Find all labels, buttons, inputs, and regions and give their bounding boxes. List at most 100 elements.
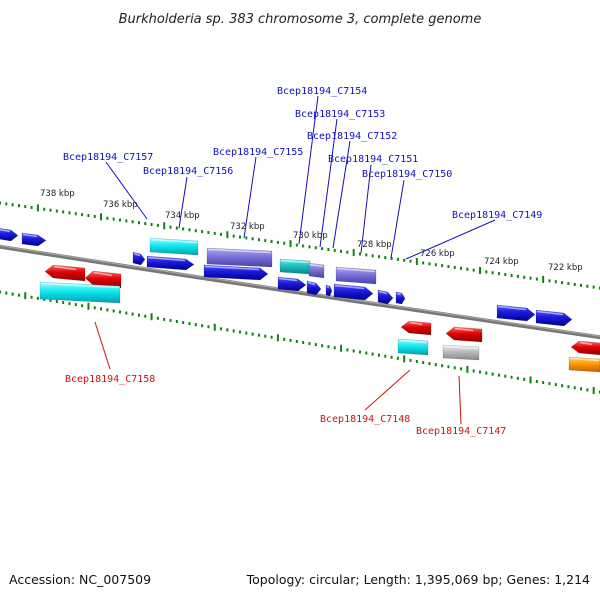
scale-tick-minor [131, 312, 134, 316]
scale-tick-minor [251, 237, 254, 241]
scale-tick-minor [453, 366, 456, 370]
scale-tick-minor [314, 343, 317, 347]
gene-arrow-highlight [398, 339, 428, 344]
scale-tick-minor [497, 272, 500, 276]
gene-arrow-purple[interactable] [206, 247, 273, 268]
scale-tick-minor [365, 351, 368, 355]
gene-arrow-blue[interactable] [325, 284, 333, 297]
scale-tick-minor [504, 273, 507, 277]
scale-tick-minor [441, 264, 444, 268]
scale-tick-minor [535, 379, 538, 383]
gene-arrow-cyan[interactable] [397, 338, 429, 356]
scale-tick-minor [119, 218, 121, 222]
scale-tick-minor [491, 271, 494, 275]
gene-label[interactable]: Bcep18194_C7156 [143, 166, 233, 177]
leader-line [319, 118, 338, 248]
scale-tick-minor [175, 226, 178, 230]
gene-label[interactable]: Bcep18194_C7148 [320, 414, 410, 425]
scale-tick-minor [523, 275, 526, 279]
scale-tick-minor [49, 208, 52, 212]
gene-label[interactable]: Bcep18194_C7152 [307, 131, 397, 142]
gene-label[interactable]: Bcep18194_C7151 [328, 154, 418, 165]
gene-arrow-highlight [147, 256, 186, 262]
leader-line [360, 164, 372, 254]
gene-arrow-highlight [569, 357, 600, 362]
scale-tick-minor [62, 301, 65, 305]
scale-tick-minor [403, 258, 406, 262]
gene-arrow-red[interactable] [400, 320, 432, 336]
leader-lines-top [105, 95, 496, 260]
gene-arrow-red[interactable] [570, 340, 600, 356]
scale-tick-minor [447, 365, 450, 369]
gene-arrow-red[interactable] [445, 326, 483, 343]
gene-labels-bottom: Bcep18194_C7158 Bcep18194_C7148 Bcep1819… [65, 374, 506, 437]
gene-label[interactable]: Bcep18194_C7150 [362, 169, 452, 180]
gene-arrow-blue[interactable] [0, 228, 19, 242]
leader-line [94, 321, 111, 370]
scale-tick-minor [55, 209, 58, 213]
leader-line [390, 179, 405, 259]
gene-arrow-blue[interactable] [277, 276, 307, 292]
scale-tick-minor [472, 369, 475, 373]
gene-label[interactable]: Bcep18194_C7149 [452, 210, 542, 221]
gene-arrow-blue[interactable] [377, 289, 394, 305]
kbp-label: 734 kbp [165, 211, 200, 221]
scale-tick-minor [447, 265, 450, 269]
scale-tick-minor [194, 323, 197, 327]
scale-tick-minor [5, 291, 8, 295]
scale-tick-minor [295, 339, 298, 343]
scale-tick-minor [106, 216, 109, 220]
gene-arrow-highlight [309, 263, 324, 268]
scale-tick-minor [497, 373, 500, 377]
gene-arrow-blue[interactable] [132, 251, 146, 266]
scale-tick-minor [289, 338, 292, 342]
scale-tick-minor [377, 255, 380, 259]
scale-tick-minor [43, 297, 46, 301]
gene-label[interactable]: Bcep18194_C7154 [277, 86, 367, 97]
scale-tick-minor [24, 205, 27, 209]
gene-arrow-blue[interactable] [21, 232, 47, 247]
gene-label[interactable]: Bcep18194_C7157 [63, 152, 153, 163]
leader-line [332, 140, 351, 249]
scale-tick-minor [251, 332, 254, 336]
scale-tick-minor [516, 376, 519, 380]
scale-tick-minor [491, 372, 494, 376]
scale-tick-minor [327, 248, 330, 252]
scale-tick-minor [384, 256, 387, 260]
gene-label[interactable]: Bcep18194_C7158 [65, 374, 155, 385]
scale-tick-minor [239, 235, 241, 239]
gene-label[interactable]: Bcep18194_C7153 [295, 109, 385, 120]
gene-label[interactable]: Bcep18194_C7147 [416, 426, 506, 437]
leader-lines-bottom [94, 321, 462, 425]
scale-tick-minor [453, 265, 456, 269]
gene-arrow-blue[interactable] [306, 280, 322, 296]
scale-tick-minor [592, 285, 595, 289]
scale-tick-minor [156, 223, 159, 227]
scale-tick-minor [213, 231, 216, 235]
gene-arrow-blue[interactable] [146, 255, 195, 271]
scale-tick-minor [504, 374, 507, 378]
gene-arrow-highlight [207, 248, 272, 254]
scale-tick-minor [125, 311, 128, 315]
scale-tick-minor [529, 276, 532, 280]
scale-tick-minor [201, 324, 204, 328]
kbp-label: 732 kbp [230, 222, 265, 232]
scale-tick-minor [422, 361, 425, 365]
gene-label[interactable]: Bcep18194_C7155 [213, 147, 303, 158]
scale-tick-minor [580, 387, 583, 391]
scale-tick-major [87, 302, 90, 310]
scale-tick-minor [586, 284, 589, 288]
scale-tick-minor [74, 303, 77, 307]
scale-tick-minor [11, 292, 14, 296]
gene-arrow-highlight [454, 327, 474, 332]
leader-line [243, 156, 257, 239]
scale-tick-minor [422, 261, 425, 265]
gene-arrow-highlight [326, 285, 330, 289]
scale-tick-major [36, 204, 39, 212]
gene-arrow-blue[interactable] [395, 291, 406, 305]
scale-ring-top [0, 201, 600, 290]
scale-tick-minor [384, 354, 387, 358]
scale-tick-major [100, 213, 103, 221]
scale-tick-major [479, 267, 481, 274]
